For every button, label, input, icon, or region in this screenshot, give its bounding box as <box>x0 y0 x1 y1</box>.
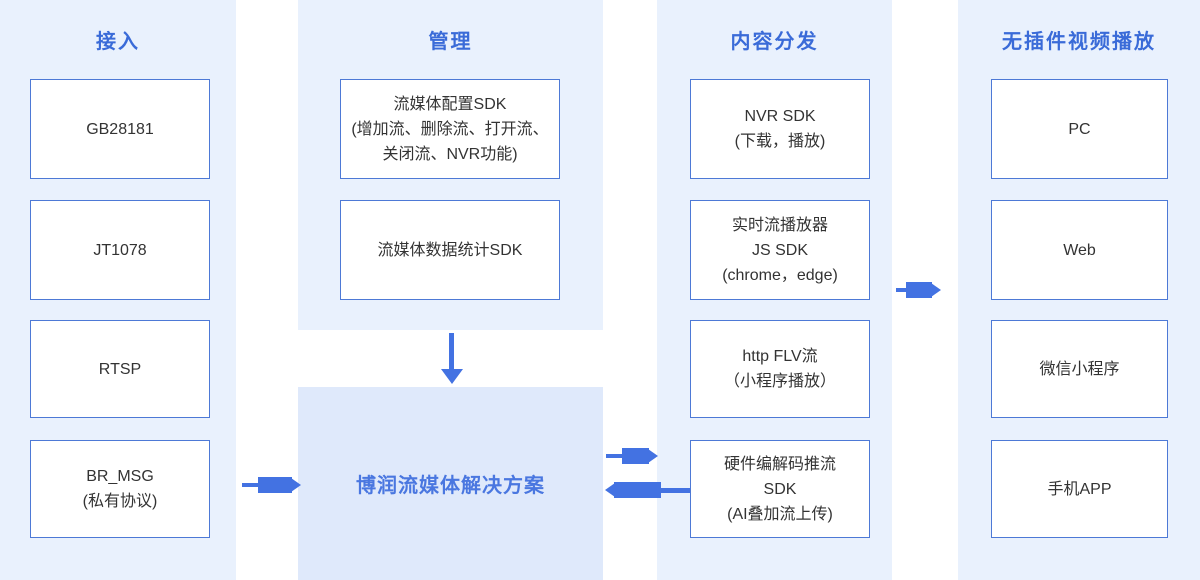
box-wechat-mini-program: 微信小程序 <box>991 320 1168 418</box>
box-mobile-app: 手机APP <box>991 440 1168 538</box>
box-label-line: 微信小程序 <box>1039 360 1120 378</box>
box-realtime-player-sdk: 实时流播放器 JS SDK (chrome，edge) <box>690 200 870 300</box>
box-jt1078: JT1078 <box>30 200 210 300</box>
box-label-line: 流媒体数据统计SDK <box>377 241 523 259</box>
column-title-distribution: 内容分发 <box>730 31 819 53</box>
column-title-management: 管理 <box>428 31 473 53</box>
box-label-line: PC <box>1068 120 1091 138</box>
box-rtsp: RTSP <box>30 320 210 418</box>
box-gb28181: GB28181 <box>30 79 210 179</box>
box-label-line: 关闭流、NVR功能) <box>382 145 518 163</box>
box-http-flv: http FLV流 （小程序播放） <box>690 320 870 418</box>
box-label-line: (AI叠加流上传) <box>727 505 833 523</box>
box-label-line: NVR SDK <box>744 108 816 125</box>
solution-panel-label: 博润流媒体解决方案 <box>356 475 545 497</box>
box-label-line: http FLV流 <box>742 348 818 365</box>
box-label-line: 手机APP <box>1047 480 1112 498</box>
box-label-line: (chrome，edge) <box>722 266 838 284</box>
box-label-line: Web <box>1063 241 1096 259</box>
box-label-line: 流媒体配置SDK <box>393 95 507 113</box>
box-label-line: (私有协议) <box>82 493 158 510</box>
box-label-line: RTSP <box>98 360 142 378</box>
box-web: Web <box>991 200 1168 300</box>
box-label-line: (增加流、删除流、打开流、 <box>351 120 549 138</box>
column-title-playback: 无插件视频播放 <box>1002 31 1156 53</box>
box-hardware-codec-sdk: 硬件编解码推流 SDK (AI叠加流上传) <box>690 440 870 538</box>
box-label-line: BR_MSG <box>86 468 154 485</box>
box-nvr-sdk: NVR SDK (下载，播放) <box>690 79 870 179</box>
box-label-line: GB28181 <box>86 120 154 138</box>
box-br-msg: BR_MSG (私有协议) <box>30 440 210 538</box>
box-pc: PC <box>991 79 1168 179</box>
box-stream-stats-sdk: 流媒体数据统计SDK <box>340 200 560 300</box>
box-stream-config-sdk: 流媒体配置SDK (增加流、删除流、打开流、 关闭流、NVR功能) <box>340 79 560 179</box>
solution-panel: 博润流媒体解决方案 <box>298 387 603 580</box>
box-label-line: 实时流播放器 <box>731 216 828 234</box>
column-title-access: 接入 <box>96 31 140 53</box>
box-label-line: (下载，播放) <box>734 133 826 150</box>
box-label-line: （小程序播放） <box>723 373 836 390</box>
box-label-line: JS SDK <box>751 241 808 259</box>
box-label-line: SDK <box>763 480 797 498</box>
box-label-line: 硬件编解码推流 <box>723 455 836 473</box>
box-label-line: JT1078 <box>93 241 147 259</box>
